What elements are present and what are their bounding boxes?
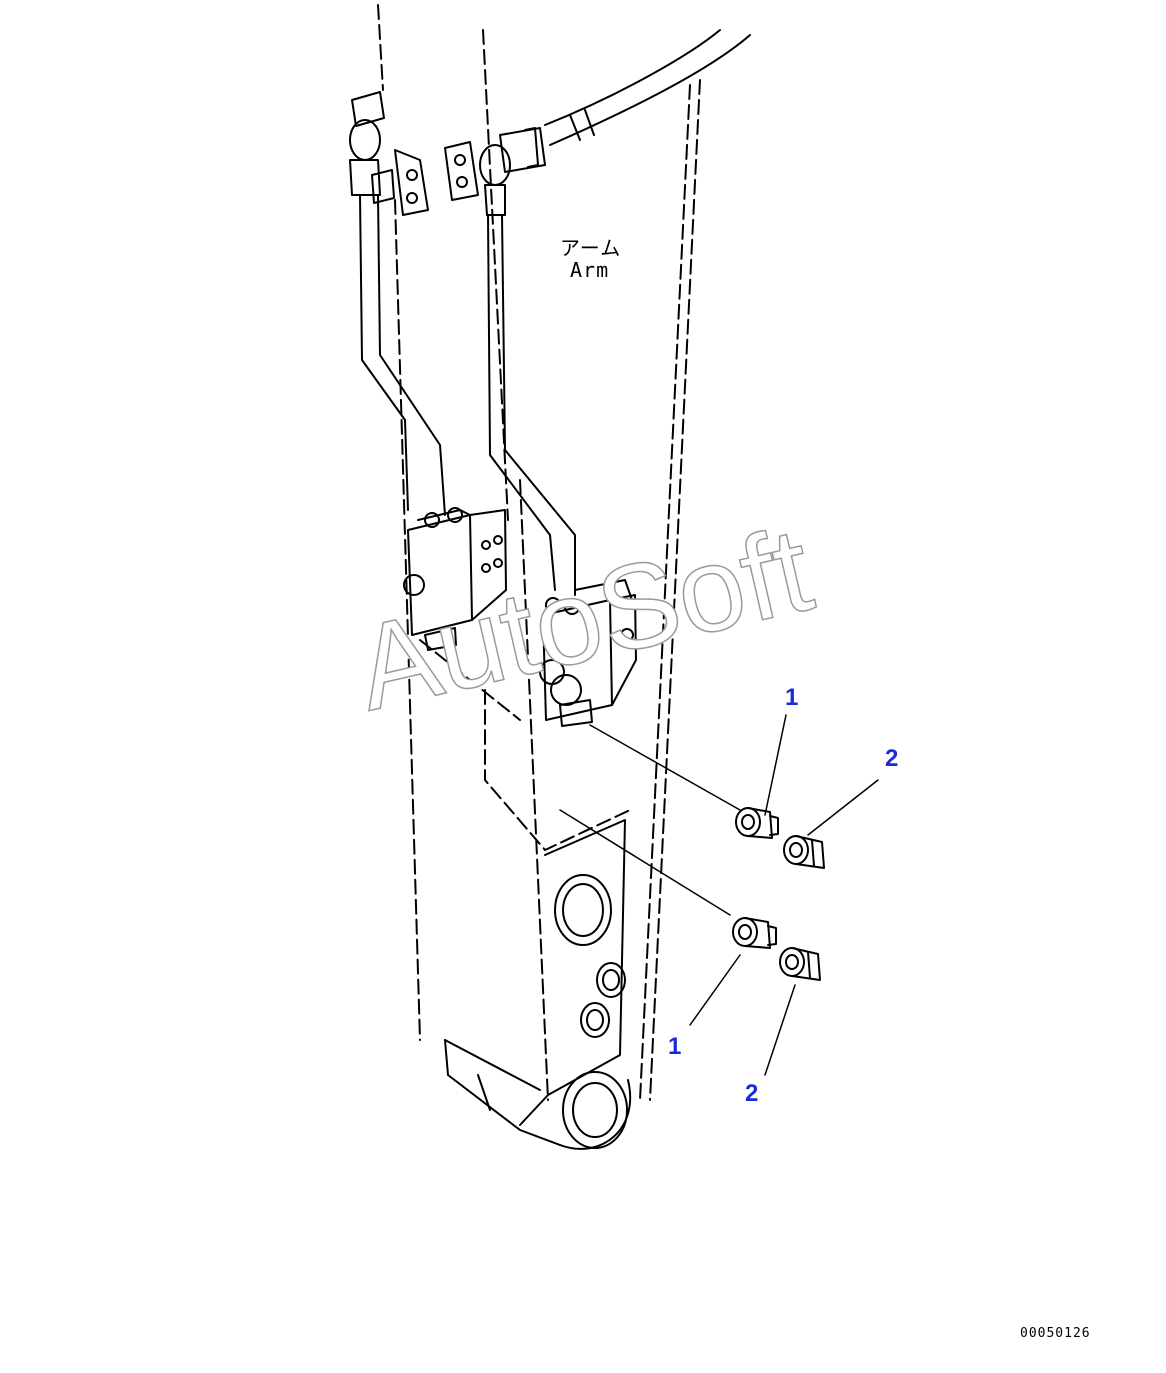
arm-lower-body: [444, 819, 632, 1150]
callout-2-upper: 2: [885, 745, 899, 772]
part-2-lower: [779, 947, 821, 981]
drawing-number: 00050126: [1020, 1326, 1091, 1341]
part-2-upper: [783, 835, 825, 869]
pipe-right: [487, 214, 576, 596]
arm-outline: [377, 4, 701, 1101]
fitting-upper-left: [349, 91, 429, 216]
valve-block-right: [539, 579, 637, 727]
valve-block-left: [403, 507, 507, 651]
leader-lines: [559, 714, 879, 1076]
callout-1-upper: 1: [785, 684, 799, 711]
part-1-upper: [735, 807, 779, 839]
callout-2-lower: 2: [745, 1080, 759, 1107]
pipe-left: [359, 194, 446, 516]
part-1-lower: [732, 917, 777, 949]
arm-label-japanese: アーム: [560, 236, 622, 260]
arm-label-english: Arm: [570, 258, 610, 282]
callout-1-lower: 1: [668, 1033, 682, 1060]
hose-top: [544, 29, 751, 146]
fitting-upper-right: [444, 127, 546, 216]
